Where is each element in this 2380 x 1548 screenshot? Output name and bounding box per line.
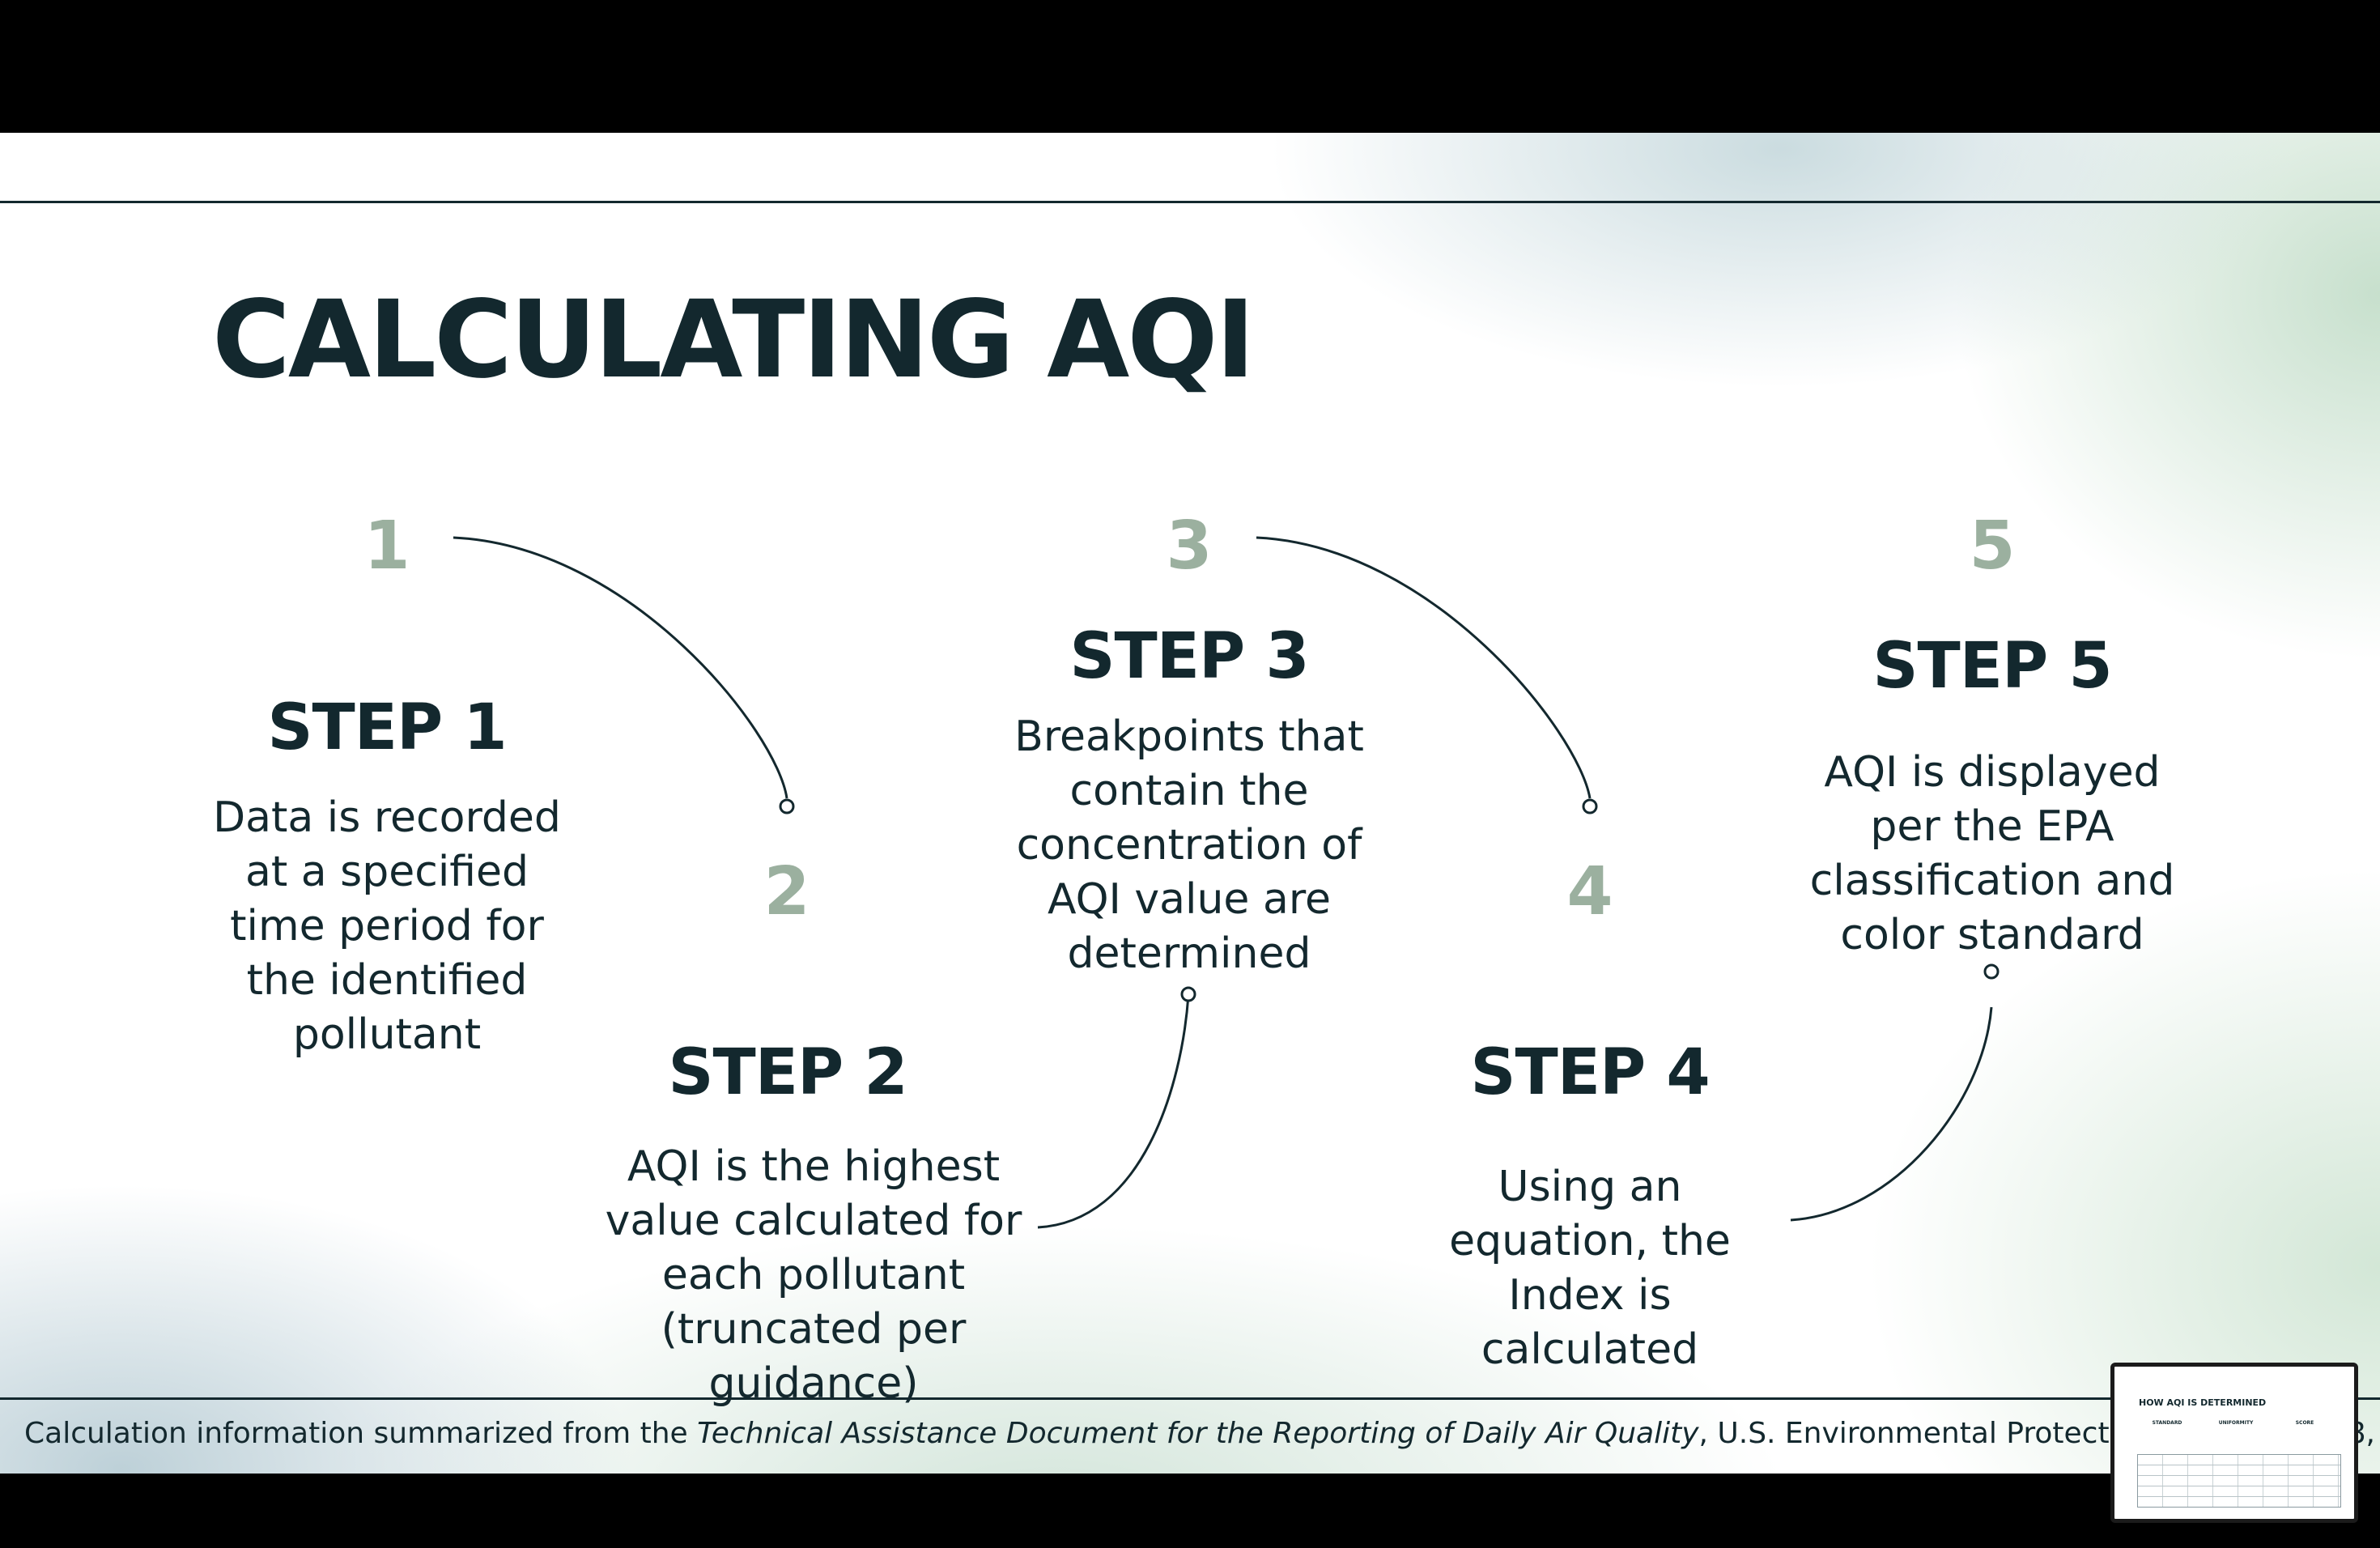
step-2-number: 2 [763,853,810,930]
step-2-description: AQI is the highest value calculated for … [605,1142,1022,1408]
connector-node-4 [1582,798,1598,814]
bottom-letterbox-bar [0,1474,2380,1548]
thumbnail-table [2137,1454,2341,1508]
thumbnail-column-standard: STANDARD [2152,1420,2182,1426]
bottom-divider [0,1397,2380,1400]
step-1-description: Data is recorded at a specified time per… [213,793,561,1059]
source-footnote: Calculation information summarized from … [24,1416,2380,1452]
connector-4-to-5 [1790,1006,1993,1222]
step-4-number: 4 [1566,853,1613,930]
top-letterbox-bar [0,0,2380,133]
thumbnail-title: HOW AQI IS DETERMINED [2139,1397,2267,1408]
next-slide-thumbnail[interactable]: HOW AQI IS DETERMINED STANDARD UNIFORMIT… [2110,1363,2358,1523]
step-1-label: STEP 1 [267,691,507,764]
thumbnail-column-headers: STANDARD UNIFORMITY SCORE [2139,1420,2333,1426]
step-2-label: STEP 2 [668,1036,907,1109]
footnote-source-title: Technical Assistance Document for the Re… [697,1417,1699,1450]
footnote-prefix: Calculation information summarized from … [24,1417,698,1450]
step-4-label: STEP 4 [1470,1036,1710,1109]
connector-3-to-4 [1256,536,1592,799]
slide-title: CALCULATING AQI [212,278,1256,402]
step-5-label: STEP 5 [1872,630,2112,703]
thumbnail-column-uniformity: UNIFORMITY [2218,1420,2254,1426]
step-4-description: Using an equation, the Index is calculat… [1449,1163,1731,1374]
connector-2-to-3 [1037,994,1190,1229]
top-divider [0,201,2380,203]
step-3-number: 3 [1166,508,1213,585]
connector-node-3 [1180,986,1196,1002]
connector-node-2 [779,798,795,814]
step-3-description: Breakpoints that contain the concentrati… [1014,712,1364,978]
connector-1-to-2 [453,536,788,799]
step-5-number: 5 [1969,508,2016,585]
slide: CALCULATING AQI 1 STEP 1 Data is recorde… [0,133,2380,1474]
step-1-number: 1 [363,508,410,585]
step-connector-curves [453,536,2000,1229]
step-3-label: STEP 3 [1069,620,1309,693]
thumbnail-column-score: SCORE [2295,1420,2314,1426]
step-5-description: AQI is displayed per the EPA classificat… [1809,748,2175,959]
connector-node-5 [1983,963,2000,980]
